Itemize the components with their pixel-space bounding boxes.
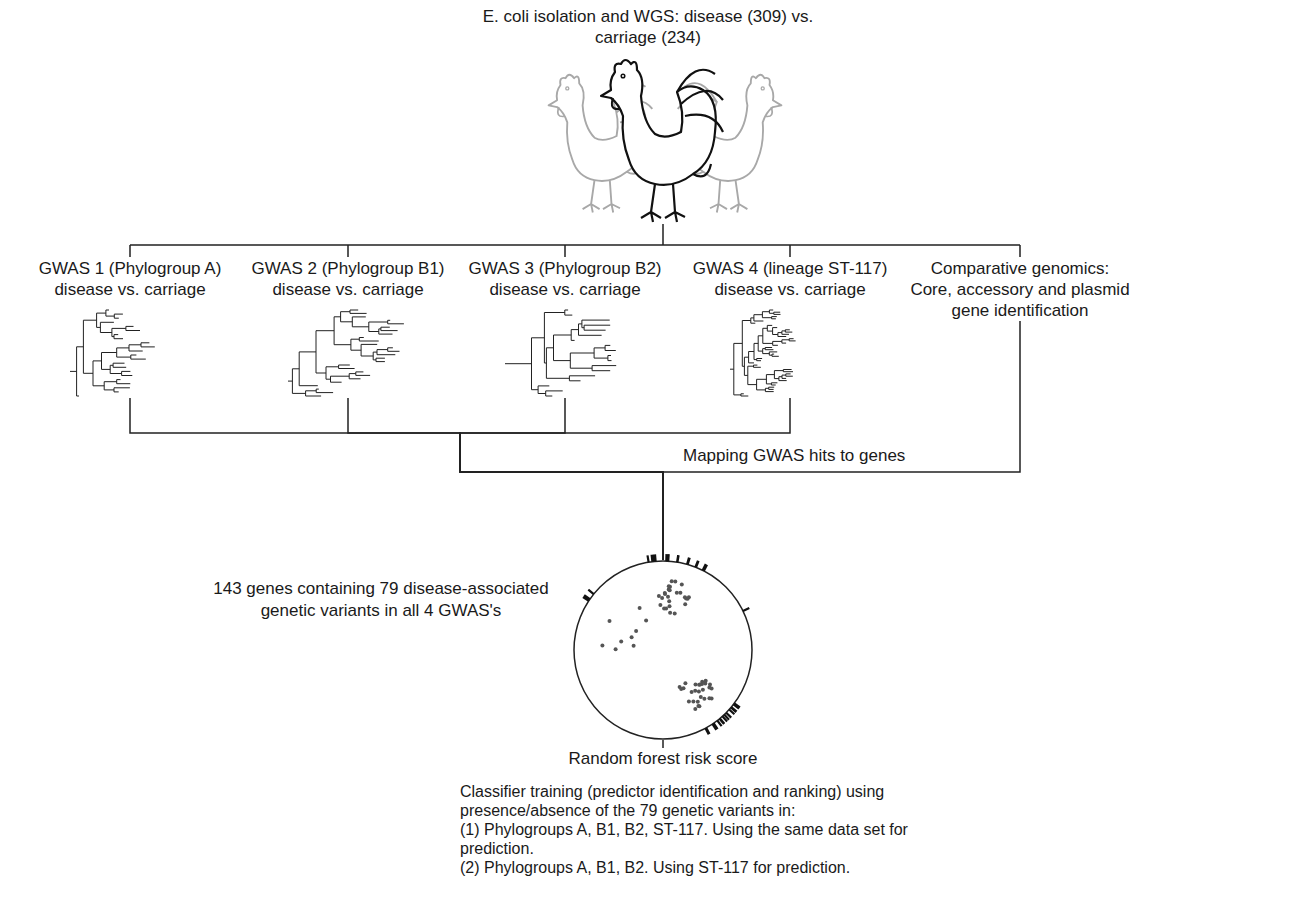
variant-dot (632, 644, 636, 648)
tree-branches (288, 310, 404, 396)
circle-shape (573, 560, 753, 740)
variant-dot (663, 591, 667, 595)
variant-dot (668, 588, 672, 592)
phylogenetic-tree (286, 308, 410, 398)
variant-dot (608, 619, 612, 623)
variant-dot (696, 700, 700, 704)
variant-dot (708, 683, 712, 687)
tree-branches (70, 310, 155, 396)
flow-node: GWAS 3 (Phylogroup B2) disease vs. carri… (459, 258, 671, 398)
phylogenetic-tree (503, 308, 627, 398)
variant-dot (673, 580, 677, 584)
note-block: Classifier training (predictor identific… (460, 782, 960, 877)
flow-node: Comparative genomics: Core, accessory an… (910, 258, 1130, 321)
variant-dot (710, 687, 714, 691)
diagram-title: E. coli isolation and WGS: disease (309)… (458, 6, 838, 48)
variant-dot (697, 683, 701, 687)
tree-branches (730, 310, 796, 396)
split-lines (130, 224, 1020, 257)
variant-dot (696, 704, 700, 708)
variant-dot (644, 618, 648, 622)
variant-dot (667, 599, 671, 603)
note-text: (2) Phylogroups A, B1, B2. Using ST-117 … (460, 858, 960, 877)
node-text: GWAS 3 (Phylogroup B2) disease vs. carri… (459, 258, 671, 300)
circle-heading: 143 genes containing 79 disease-associat… (211, 578, 551, 622)
gene-circle: 143 genes containing 79 disease-associat… (573, 560, 753, 740)
variant-dot (675, 591, 679, 595)
variant-dot (634, 629, 638, 633)
variant-dot (666, 595, 670, 599)
node-text: GWAS 4 (lineage ST-117) disease vs. carr… (680, 258, 900, 300)
variant-dot (630, 635, 634, 639)
rooster-main (601, 60, 723, 222)
connector-label: Mapping GWAS hits to genes (681, 445, 907, 466)
flow-node: GWAS 1 (Phylogroup A) disease vs. carria… (24, 258, 236, 398)
connector (348, 398, 663, 560)
variant-dot (697, 689, 701, 693)
variant-dot (668, 611, 672, 615)
variant-dot (693, 689, 697, 693)
variant-dot (670, 579, 674, 583)
variant-dot (699, 695, 703, 699)
variant-dot (698, 682, 702, 686)
variant-dot (667, 584, 671, 588)
variant-dot (673, 611, 677, 615)
note-text: Classifier training (predictor identific… (460, 782, 960, 820)
variant-dot (664, 607, 668, 611)
node-text: GWAS 2 (Phylogroup B1) disease vs. carri… (242, 258, 454, 300)
flow-node: GWAS 2 (Phylogroup B1) disease vs. carri… (242, 258, 454, 398)
variant-dot (687, 699, 691, 703)
variant-dot (682, 686, 686, 690)
variant-dot (694, 683, 698, 687)
flow-node: Random forest risk score (533, 748, 793, 769)
variant-dot (638, 606, 642, 610)
variant-dot (600, 644, 604, 648)
variant-dot (701, 688, 705, 692)
variant-dot (657, 594, 661, 598)
variant-dot (691, 700, 695, 704)
variant-dot (619, 639, 623, 643)
variant-dot (697, 704, 701, 708)
variant-dot (702, 697, 706, 701)
connector (662, 740, 664, 748)
variant-dot (658, 603, 662, 607)
tree-branches (505, 310, 616, 396)
note-text: (1) Phylogroups A, B1, B2, ST-117. Using… (460, 820, 960, 858)
variant-dot (690, 690, 694, 694)
variant-dot (687, 595, 691, 599)
node-text: GWAS 1 (Phylogroup A) disease vs. carria… (24, 258, 236, 300)
phylogenetic-tree (728, 308, 852, 398)
node-text: Comparative genomics: Core, accessory an… (910, 258, 1130, 321)
variant-dot (683, 681, 687, 685)
variant-dot (678, 591, 682, 595)
variant-dot (683, 595, 687, 599)
variant-dot (668, 604, 672, 608)
flow-node: GWAS 4 (lineage ST-117) disease vs. carr… (680, 258, 900, 398)
variant-dot (707, 696, 711, 700)
variant-dot (680, 583, 684, 587)
variant-dot (683, 602, 687, 606)
circle-outline (574, 561, 752, 739)
connector (460, 398, 790, 560)
gene-ticks (583, 554, 749, 734)
phylogenetic-tree (68, 308, 192, 398)
variant-dot (614, 647, 618, 651)
variant-dot (693, 707, 697, 711)
variant-dot (678, 685, 682, 689)
connector (460, 398, 663, 560)
connector (663, 321, 1020, 560)
node-text: Random forest risk score (533, 748, 793, 769)
connector (130, 398, 663, 560)
